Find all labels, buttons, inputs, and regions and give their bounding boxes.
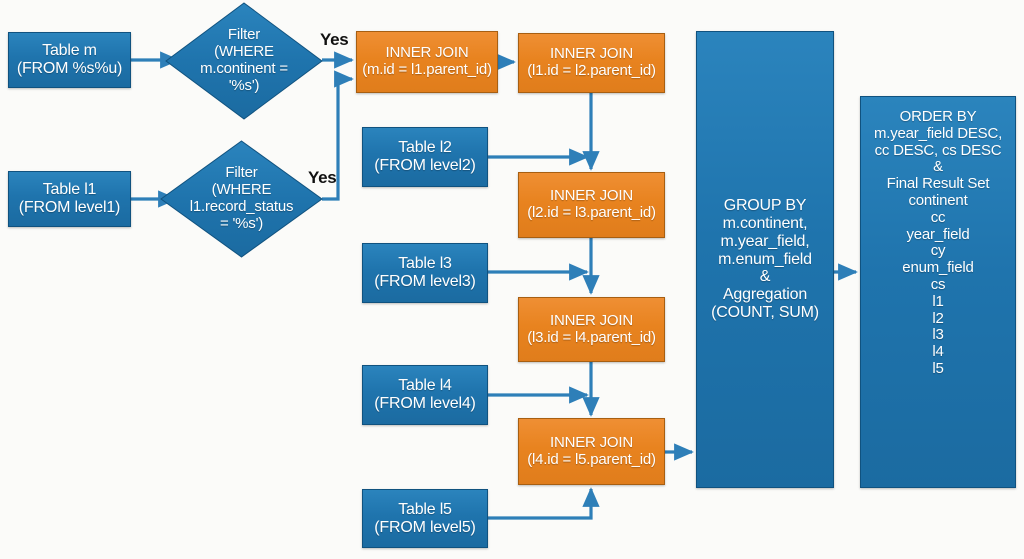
node-join-4[interactable]: INNER JOIN (l3.id = l4.parent_id) [518, 297, 665, 362]
node-join-1[interactable]: INNER JOIN (m.id = l1.parent_id) [356, 31, 498, 93]
branch-label-yes-top: Yes [320, 30, 349, 49]
node-join-3[interactable]: INNER JOIN (l2.id = l3.parent_id) [518, 172, 665, 238]
node-table-l3[interactable]: Table l3 (FROM level3) [362, 243, 488, 303]
node-filter-m[interactable]: Filter (WHERE m.continent = '%s') [165, 2, 323, 120]
wire-filterl1-to-join1 [322, 70, 354, 201]
node-table-l5[interactable]: Table l5 (FROM level5) [362, 489, 488, 548]
filter-m-label: Filter (WHERE m.continent = '%s') [200, 26, 288, 94]
branch-label-yes-bottom: Yes [308, 168, 337, 187]
node-table-l2[interactable]: Table l2 (FROM level2) [362, 127, 488, 187]
wire-tablel5-to-join5 [488, 487, 600, 520]
diamond-shape-filter-m [165, 2, 323, 120]
node-table-l4[interactable]: Table l4 (FROM level4) [362, 365, 488, 425]
node-table-m[interactable]: Table m (FROM %s%u) [8, 32, 131, 88]
diamond-shape-filter-l1 [160, 140, 323, 258]
filter-l1-label: Filter (WHERE l1.record_status = '%s') [189, 164, 294, 232]
node-join-5[interactable]: INNER JOIN (l4.id = l5.parent_id) [518, 418, 665, 485]
node-join-2[interactable]: INNER JOIN (l1.id = l2.parent_id) [518, 33, 665, 93]
node-order-by[interactable]: ORDER BY m.year_field DESC, cc DESC, cs … [860, 96, 1016, 488]
node-group-by[interactable]: GROUP BY m.continent, m.year_field, m.en… [696, 31, 834, 488]
node-filter-l1[interactable]: Filter (WHERE l1.record_status = '%s') [160, 140, 323, 258]
node-table-l1[interactable]: Table l1 (FROM level1) [8, 171, 131, 227]
